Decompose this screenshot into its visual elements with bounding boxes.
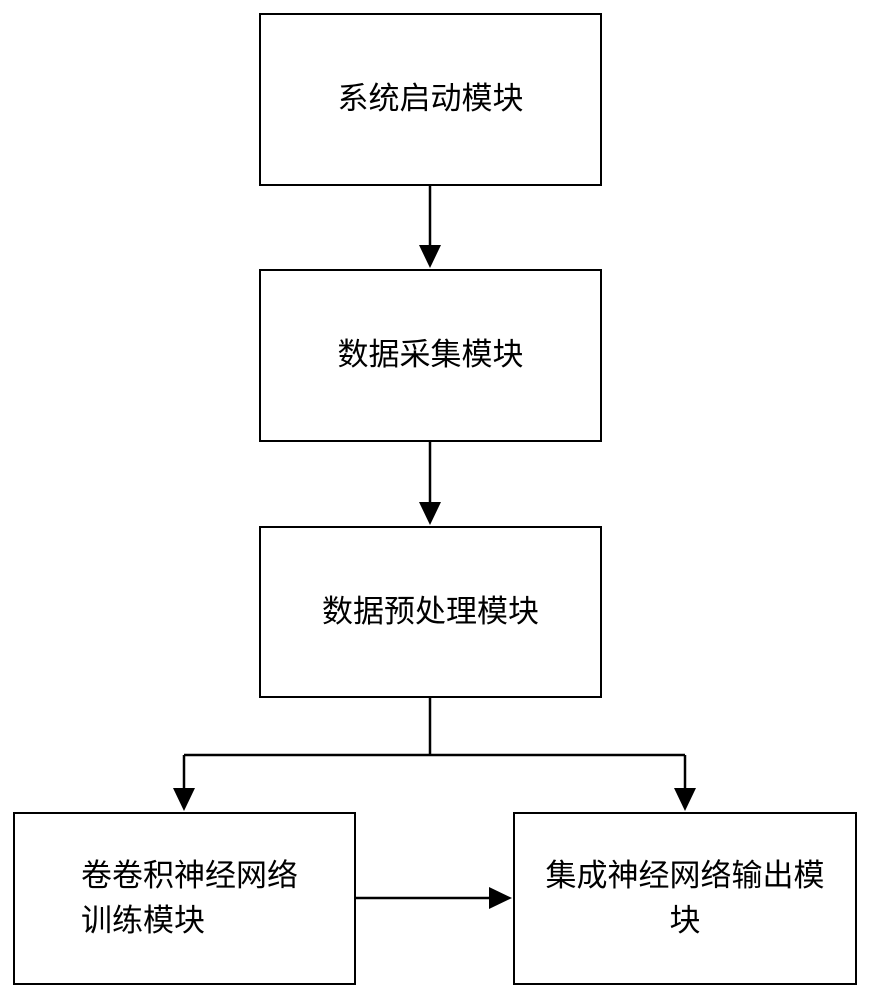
node-cnn-training: 卷卷积神经网络 训练模块 [13, 812, 356, 985]
node-system-start: 系统启动模块 [259, 13, 602, 186]
node-data-preprocessing: 数据预处理模块 [259, 526, 602, 698]
arrowhead-split-to-ensemble [674, 788, 696, 811]
node-label: 卷卷积神经网络 训练模块 [81, 857, 298, 939]
arrowhead-cnn-to-ensemble [489, 887, 512, 909]
node-label: 数据预处理模块 [322, 593, 539, 630]
node-label: 集成神经网络输出模 块 [545, 857, 825, 939]
node-data-collection: 数据采集模块 [259, 269, 602, 442]
arrowhead-collection-to-preprocessing [419, 502, 441, 525]
arrowhead-split-to-cnn [173, 788, 195, 811]
node-label: 数据采集模块 [337, 337, 524, 374]
node-label: 系统启动模块 [337, 81, 524, 118]
arrowhead-start-to-collection [419, 245, 441, 268]
node-ensemble-output: 集成神经网络输出模 块 [513, 812, 857, 985]
